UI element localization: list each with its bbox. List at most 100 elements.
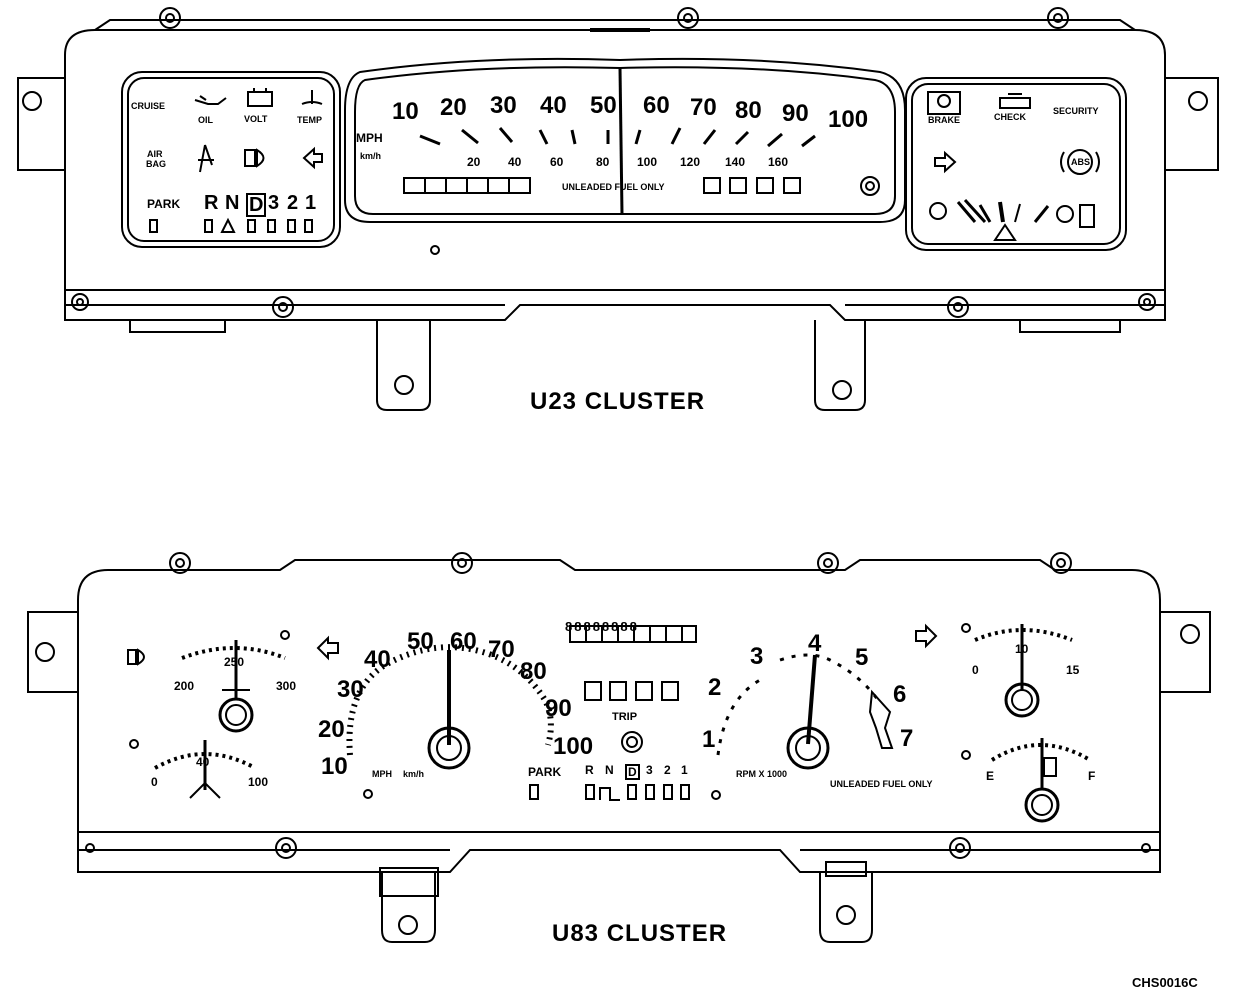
u83-gear-indicator-boxes xyxy=(529,784,690,801)
u83-housing xyxy=(77,559,1161,832)
u23-left-ear-hole xyxy=(22,91,42,111)
u23-fuel-gauge xyxy=(929,198,1095,241)
u83-gear-3: 3 xyxy=(646,763,653,777)
u83-screw-top-center-right xyxy=(817,552,839,574)
battery-icon xyxy=(247,88,273,107)
u23-gear-r: R xyxy=(204,192,219,214)
u83-volt-mid: 40 xyxy=(196,755,210,769)
u23-screw-bottom-left xyxy=(71,293,89,311)
u23-mph-label: MPH xyxy=(356,131,383,145)
u23-kmh-80: 80 xyxy=(596,155,610,169)
u83-trip-label: TRIP xyxy=(612,711,638,723)
u23-bracket-right-hole xyxy=(832,380,852,400)
u23-right-warning-panel-inner xyxy=(911,83,1121,245)
u83-fuel-gauge xyxy=(961,738,1092,823)
u83-speed-10: 10 xyxy=(321,753,348,780)
u23-right-ear-hole xyxy=(1188,91,1208,111)
u83-temp-max: 15 xyxy=(1066,663,1080,677)
u23-gear-d: D xyxy=(246,193,267,217)
u83-volt-gauge xyxy=(129,739,256,799)
u23-mph-100: 100 xyxy=(828,106,869,133)
u23-fuel-note: UNLEADED FUEL ONLY xyxy=(562,182,665,192)
u23-volt-label: VOLT xyxy=(244,114,268,124)
u23-right-ear xyxy=(1165,77,1219,171)
u83-speed-40: 40 xyxy=(364,646,391,673)
seatbelt-icon xyxy=(198,144,214,173)
u23-odometer xyxy=(403,177,531,194)
u23-top-ridge xyxy=(94,19,1136,31)
u23-left-ear xyxy=(17,77,65,171)
u23-mph-70: 70 xyxy=(690,94,717,121)
u83-right-ear xyxy=(1160,611,1211,693)
u23-screw-top-right xyxy=(1047,7,1069,29)
u23-gear-3: 3 xyxy=(268,192,280,214)
u23-mph-80: 80 xyxy=(735,97,762,124)
u83-fuel-note: UNLEADED FUEL ONLY xyxy=(830,779,933,789)
abs-icon xyxy=(1060,149,1100,175)
oil-can-icon xyxy=(194,95,227,105)
u83-trip-reset-knob xyxy=(621,731,643,753)
u23-bracket-right xyxy=(814,320,866,411)
u83-bracket-right xyxy=(819,872,873,943)
u23-trip-odometer xyxy=(703,177,801,194)
u83-speed-60: 60 xyxy=(450,628,477,655)
u23-right-warning-panel xyxy=(905,77,1127,251)
u83-temp-min: 0 xyxy=(972,663,979,677)
u83-rail-dot-left xyxy=(85,843,95,853)
u83-screw-bottom-right xyxy=(949,837,971,859)
u83-odometer xyxy=(569,625,697,643)
u23-kmh-140: 140 xyxy=(725,155,746,169)
u83-trip-odometer xyxy=(584,681,679,701)
u83-right-ear-hole xyxy=(1180,624,1200,644)
brake-icon xyxy=(927,91,961,115)
u83-right-turn-arrow-icon xyxy=(915,623,938,649)
u23-speedo-ticks xyxy=(419,127,816,148)
u83-oil-gauge xyxy=(127,630,290,733)
u83-speed-50: 50 xyxy=(407,628,434,655)
u83-screw-top-right xyxy=(1050,552,1072,574)
u23-speedo-divider xyxy=(618,67,624,215)
u83-gear-2: 2 xyxy=(664,763,671,777)
u23-park-label: PARK xyxy=(147,197,181,211)
u23-left-warning-panel-inner xyxy=(127,77,335,242)
u23-small-hole xyxy=(430,245,440,255)
u23-mph-10: 10 xyxy=(392,98,419,125)
check-engine-icon xyxy=(999,93,1031,109)
u23-mph-90: 90 xyxy=(782,100,809,127)
u23-screw-bottom-right xyxy=(1138,293,1156,311)
u83-volt-max: 100 xyxy=(248,775,269,789)
u23-mph-30: 30 xyxy=(490,92,517,119)
u23-caption: U23 CLUSTER xyxy=(530,388,706,415)
u23-speedo-window-inner xyxy=(354,66,896,215)
u23-connector-left xyxy=(129,319,226,333)
u23-bracket-left-hole xyxy=(394,375,414,395)
u23-brake-label: BRAKE xyxy=(928,115,961,125)
u23-connector-right xyxy=(1019,319,1121,333)
u23-speedo-window xyxy=(344,57,906,223)
u23-kmh-20: 20 xyxy=(467,155,481,169)
u83-gear-d: D xyxy=(625,764,640,780)
u23-mph-60: 60 xyxy=(643,92,670,119)
u23-kmh-120: 120 xyxy=(680,155,701,169)
u23-gear-1: 1 xyxy=(305,192,317,214)
u83-speedometer xyxy=(316,635,554,799)
u83-bracket-left xyxy=(381,872,436,943)
u83-park-label: PARK xyxy=(528,765,562,779)
u23-screw-top-center xyxy=(677,7,699,29)
u83-tach-4: 4 xyxy=(808,630,822,657)
u23-mph-50: 50 xyxy=(590,92,617,119)
u23-abs-label: ABS xyxy=(1071,157,1091,167)
u83-temp-mid: 10 xyxy=(1015,642,1029,656)
u83-headlamp-icon xyxy=(127,648,145,666)
u83-tach-7: 7 xyxy=(900,725,914,752)
u83-connector-left xyxy=(379,867,439,897)
u83-screw-bottom-left xyxy=(275,837,297,859)
u23-kmh-160: 160 xyxy=(768,155,789,169)
u23-mph-20: 20 xyxy=(440,94,467,121)
u83-tachometer xyxy=(711,653,894,800)
u23-kmh-60: 60 xyxy=(550,155,564,169)
u23-security-label: SECURITY xyxy=(1053,106,1099,116)
u83-speed-80: 80 xyxy=(520,658,547,685)
right-turn-arrow-icon xyxy=(934,150,957,174)
